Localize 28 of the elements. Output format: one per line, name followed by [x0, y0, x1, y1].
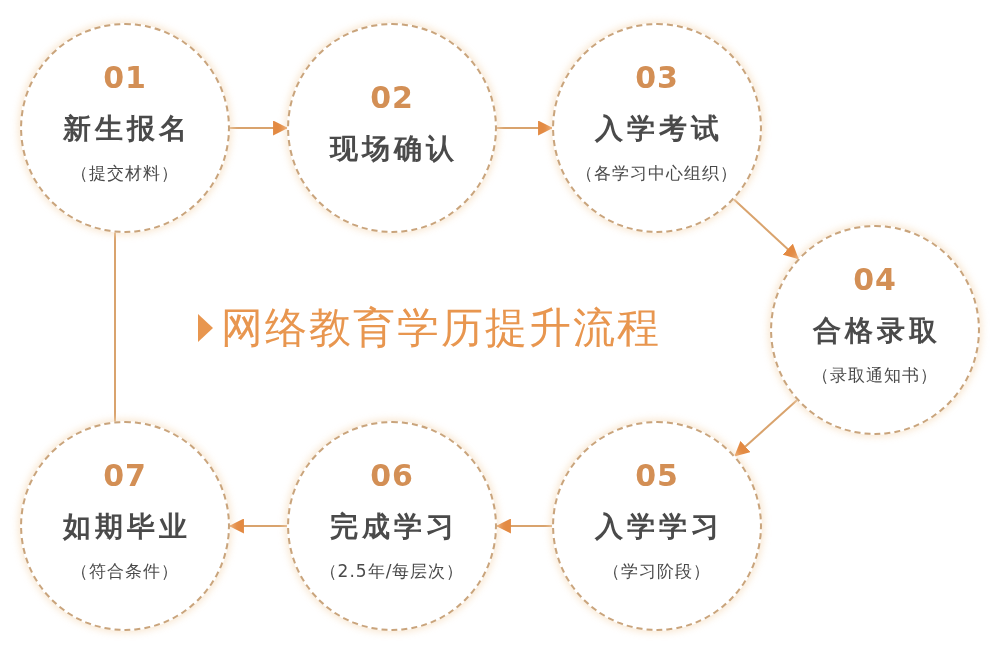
connector-line [114, 231, 116, 423]
arrow [733, 198, 799, 260]
arrow [734, 399, 798, 457]
step-number: 03 [635, 63, 679, 93]
arrow [495, 518, 553, 534]
arrow [229, 120, 289, 136]
arrow [228, 518, 288, 534]
step-number: 02 [370, 83, 414, 113]
step-number: 07 [103, 461, 147, 491]
step-title: 如期毕业 [61, 511, 191, 543]
step-number: 06 [370, 461, 414, 491]
step-number: 04 [853, 265, 897, 295]
step-title: 入学学习 [593, 511, 723, 543]
step-title: 合格录取 [812, 315, 941, 347]
step-title: 完成学习 [329, 511, 458, 543]
step-note: （符合条件） [71, 560, 179, 583]
step-number: 05 [635, 461, 679, 491]
step-note: （各学习中心组织） [576, 162, 738, 185]
diagram-title: 网络教育学历提升流程 [221, 303, 661, 353]
step-note: （2.5年/每层次） [319, 560, 465, 583]
step-note: （录取通知书） [812, 364, 938, 387]
step-title: 入学考试 [593, 113, 723, 145]
arrow [496, 120, 554, 136]
step-note: （提交材料） [71, 162, 179, 185]
step-note: （学习阶段） [603, 560, 711, 583]
step-number: 01 [103, 63, 147, 93]
step-title: 现场确认 [328, 133, 458, 165]
step-title: 新生报名 [62, 113, 191, 145]
